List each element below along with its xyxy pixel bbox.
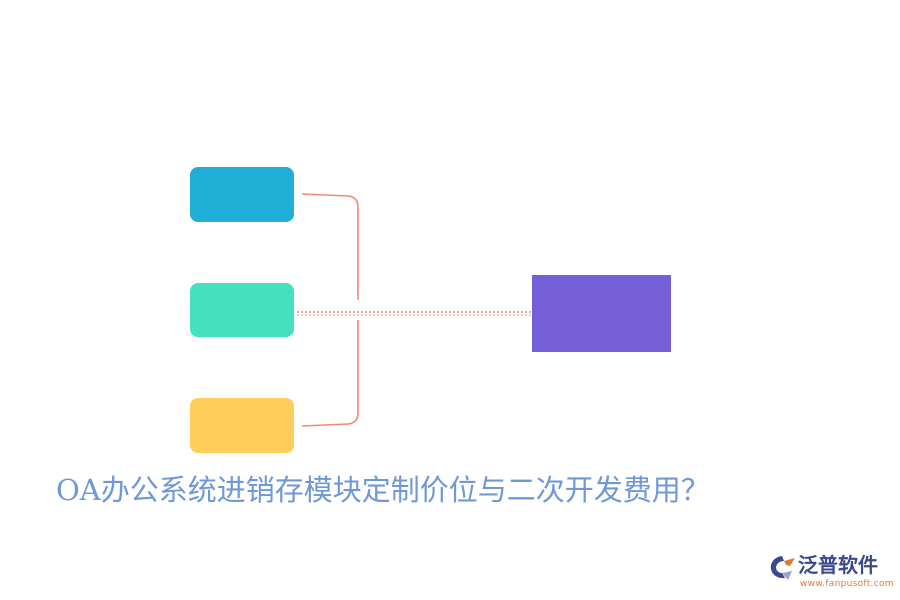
node-box-teal: [190, 283, 294, 337]
logo-url[interactable]: www.fanpusoft.com: [800, 579, 894, 589]
brand-logo[interactable]: 泛普软件 www.fanpusoft.com: [768, 552, 894, 592]
node-box-yellow: [190, 398, 294, 453]
fanpu-logo-icon: [770, 556, 795, 580]
connector-bottom: [301, 320, 359, 427]
node-box-blue: [190, 167, 294, 222]
page-title: OA办公系统进销存模块定制价位与二次开发费用？: [56, 473, 710, 507]
connector-top: [301, 193, 359, 300]
logo-brand-name: 泛普软件: [798, 553, 878, 577]
target-box-purple: [532, 275, 671, 352]
